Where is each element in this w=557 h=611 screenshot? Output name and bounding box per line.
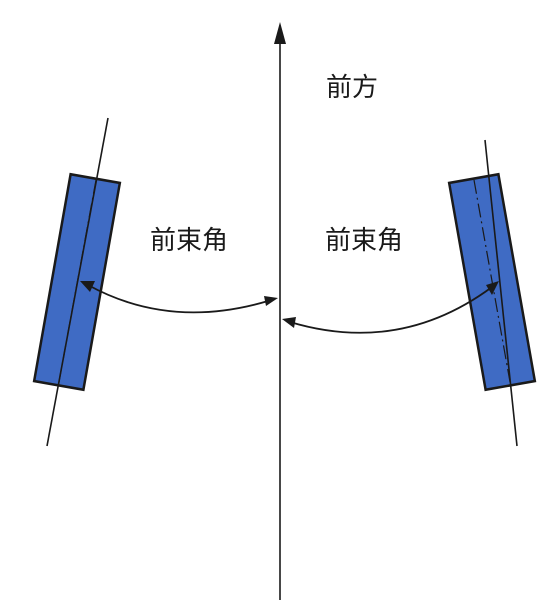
forward-arrowhead xyxy=(274,22,286,44)
right-arc-arrowhead-axis xyxy=(282,317,296,328)
left-wheel-centerline xyxy=(58,179,97,383)
left-arc-arrowhead-axis xyxy=(264,296,278,306)
right-toe-angle-label: 前束角 xyxy=(325,226,403,256)
left-toe-angle-label: 前束角 xyxy=(150,226,228,256)
left-toe-angle-arc xyxy=(87,284,269,314)
left-arc-arrowhead-wheel xyxy=(80,281,95,292)
right-wheel-centerline xyxy=(473,179,511,383)
right-toe-angle-arc xyxy=(289,286,493,334)
forward-label: 前方 xyxy=(326,73,378,103)
right-arc-arrowhead-wheel xyxy=(486,281,499,295)
right-wheel-axis-line xyxy=(484,139,518,447)
